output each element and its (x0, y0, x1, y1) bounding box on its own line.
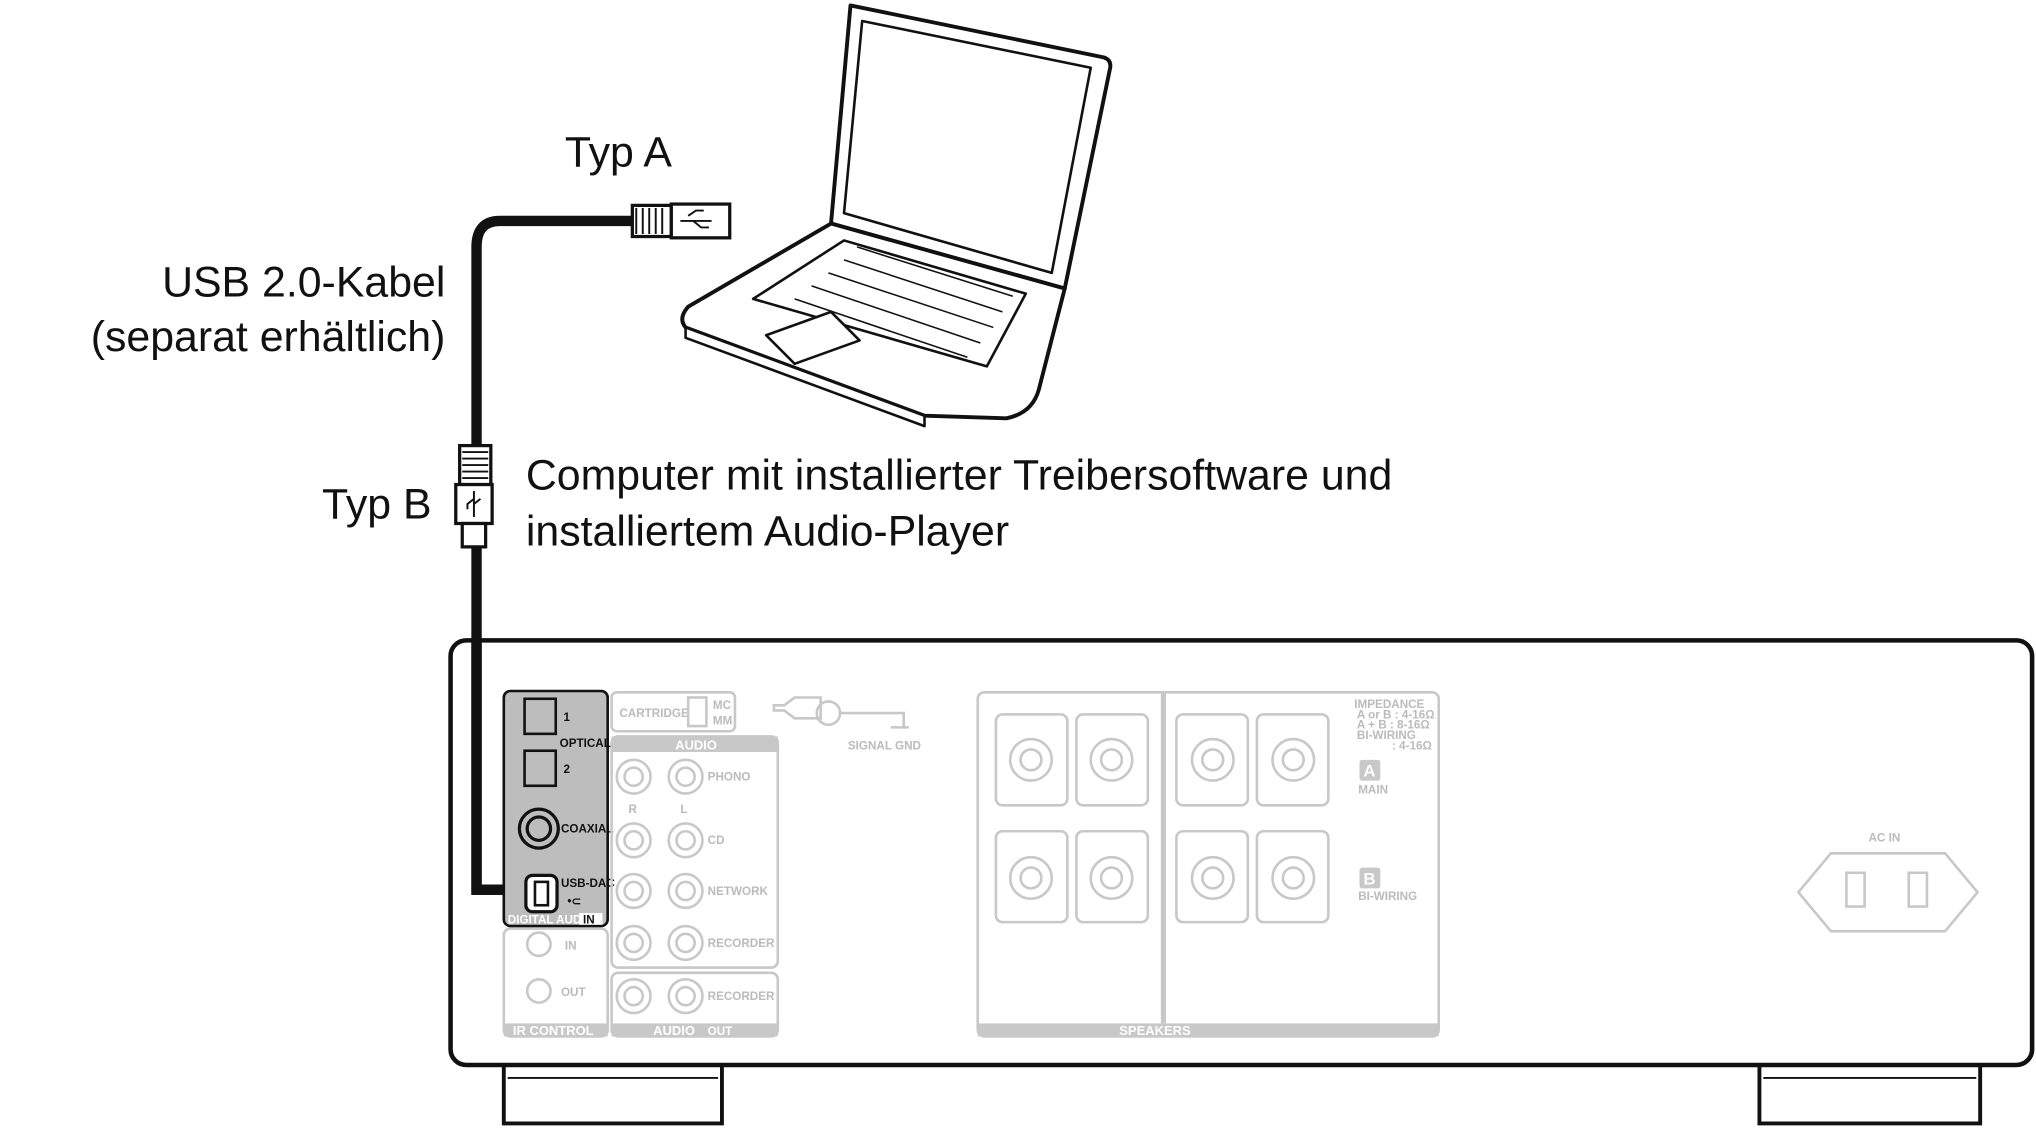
usb-type-b-plug (454, 443, 494, 549)
speakers-label: SPEAKERS (1119, 1023, 1191, 1038)
impedance-a-plus-b: A + B : 8-16Ω (1357, 719, 1430, 732)
main-label: MAIN (1358, 784, 1388, 797)
audio-in-label: AUDIO (675, 737, 717, 752)
audio-out-label: AUDIO (653, 1023, 695, 1038)
computer-label-line1: Computer mit installierter Treibersoftwa… (526, 452, 1392, 500)
ir-control-panel: IN OUT IR CONTROL (502, 927, 609, 1038)
signal-gnd-label: SIGNAL GND (848, 739, 921, 752)
computer-label-line2: installiertem Audio-Player (526, 508, 1009, 556)
optical-label: OPTICAL (560, 737, 611, 750)
amplifier (448, 638, 2035, 1126)
r-label: R (628, 803, 637, 816)
cartridge-label: CARTRIDGE (619, 707, 689, 720)
keyboard-keys (794, 246, 1014, 359)
ac-in-socket: AC IN (1796, 832, 1980, 933)
digital-in-label: IN (583, 913, 595, 926)
usb-icon: •⊂ (567, 895, 581, 908)
cable-label-line1: USB 2.0-Kabel (162, 258, 445, 306)
coaxial-label: COAXIAL (561, 823, 614, 836)
analog-audio-panel: CARTRIDGE MC MM AUDIO IN PHONO R L CD NE… (610, 691, 780, 1038)
mc-label: MC (713, 699, 732, 712)
ac-in-label: AC IN (1868, 832, 1900, 845)
mm-label: MM (713, 715, 732, 728)
impedance-label: IMPEDANCE (1354, 698, 1424, 711)
typ-a-label: Typ A (565, 128, 673, 176)
impedance-biwiring-value: : 4-16Ω (1392, 739, 1432, 752)
audio-out-tag: OUT (708, 1025, 733, 1038)
signal-gnd-terminal: SIGNAL GND (772, 696, 921, 752)
speaker-b-badge: B (1363, 869, 1375, 888)
bi-wiring-label: BI-WIRING (1358, 890, 1417, 903)
impedance-biwiring: BI-WIRING (1357, 729, 1416, 742)
digital-audio-in-panel: 1 OPTICAL 2 COAXIAL USB-DAC •⊂ DIGITAL A… (502, 689, 615, 928)
ir-in-label: IN (565, 939, 577, 952)
optical-1-label: 1 (564, 711, 571, 724)
usb-type-a-plug (630, 202, 732, 240)
ir-control-label: IR CONTROL (513, 1023, 594, 1038)
speaker-a-badge: A (1363, 762, 1375, 781)
audio-in-tag: IN (735, 739, 747, 752)
typ-b-label: Typ B (322, 480, 431, 528)
recorder-in-label: RECORDER (708, 937, 775, 950)
digital-audio-label: DIGITAL AUDIO (508, 913, 594, 926)
optical-2-label: 2 (564, 763, 571, 776)
network-label: NETWORK (708, 885, 769, 898)
impedance-a-or-b: A or B : 4-16Ω (1357, 708, 1435, 721)
l-label: L (680, 803, 687, 816)
usb-dac-label: USB-DAC (561, 877, 615, 890)
recorder-out-label: RECORDER (708, 990, 775, 1003)
ir-out-label: OUT (561, 986, 586, 999)
phono-label: PHONO (708, 771, 751, 784)
usb-cable (471, 215, 637, 895)
cable-label-line2: (separat erhältlich) (91, 313, 446, 361)
speakers-panel: IMPEDANCE A or B : 4-16Ω A + B : 8-16Ω B… (976, 691, 1441, 1038)
cd-label: CD (708, 834, 725, 847)
laptop (680, 3, 1113, 428)
